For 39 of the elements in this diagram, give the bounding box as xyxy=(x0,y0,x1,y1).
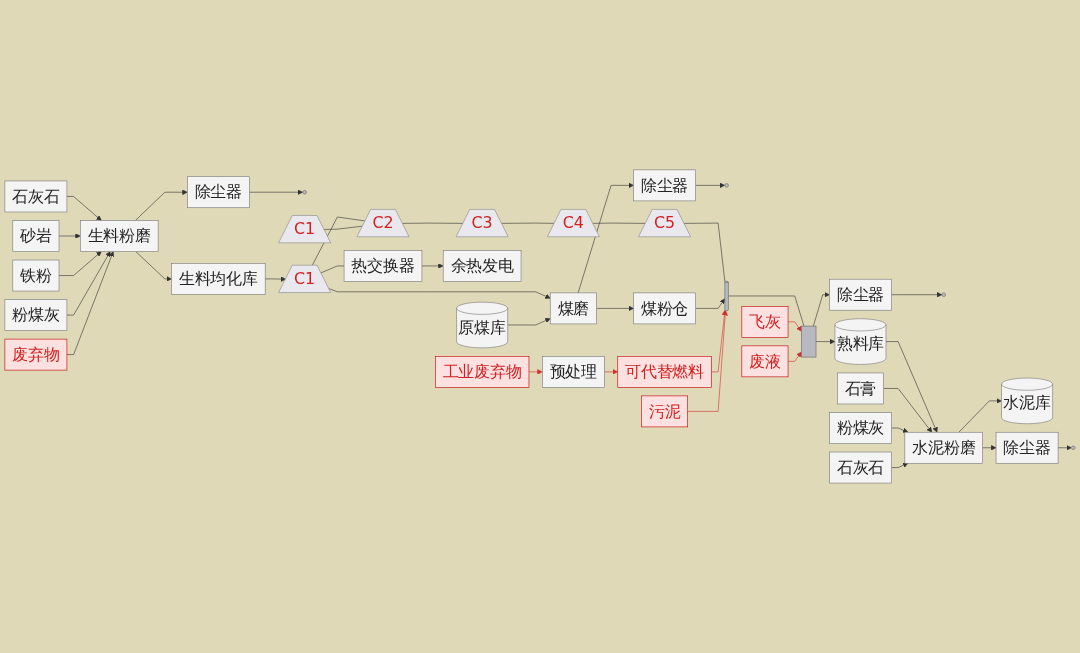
node-box: 污泥 xyxy=(641,395,688,428)
connector xyxy=(728,295,805,327)
connector xyxy=(320,265,345,274)
connector xyxy=(323,225,363,230)
node-box: 生料均化库 xyxy=(171,263,266,295)
node-box: 粉煤灰 xyxy=(829,412,892,444)
node-fan xyxy=(302,190,307,195)
node-box: 石灰石 xyxy=(4,180,68,213)
node-box: 石膏 xyxy=(837,372,884,405)
node-box: 可代替燃料 xyxy=(617,356,712,388)
node-box: 除尘器 xyxy=(633,169,696,202)
node-box: 石灰石 xyxy=(829,451,892,484)
node-box: 除尘器 xyxy=(187,176,250,209)
node-box: 除尘器 xyxy=(829,278,892,311)
node-fan xyxy=(724,183,729,188)
node-box: 煤磨 xyxy=(549,292,597,325)
node-fan xyxy=(1071,445,1076,450)
connector xyxy=(683,222,726,283)
node-box: 生料粉磨 xyxy=(80,220,159,252)
connector xyxy=(592,222,646,224)
node-box: 粉煤灰 xyxy=(4,299,68,331)
node-box xyxy=(801,325,817,358)
node-fan xyxy=(941,292,946,297)
node-box: 水泥粉磨 xyxy=(904,432,983,464)
node-cylinder xyxy=(724,281,729,312)
node-box: 砂岩 xyxy=(12,220,60,252)
connector xyxy=(311,216,366,266)
node-box: 预处理 xyxy=(542,356,605,388)
node-box: 工业废弃物 xyxy=(435,356,530,388)
node-box: 废弃物 xyxy=(4,338,68,371)
node-box: 热交换器 xyxy=(343,250,423,282)
node-box: 余热发电 xyxy=(442,250,522,282)
node-box: 煤粉仓 xyxy=(633,292,696,325)
connector xyxy=(501,222,555,224)
node-box: 飞灰 xyxy=(741,306,789,338)
node-box: 除尘器 xyxy=(995,432,1059,464)
node-box: 铁粉 xyxy=(12,259,60,292)
connector xyxy=(402,222,464,224)
node-box: 废液 xyxy=(741,345,789,378)
